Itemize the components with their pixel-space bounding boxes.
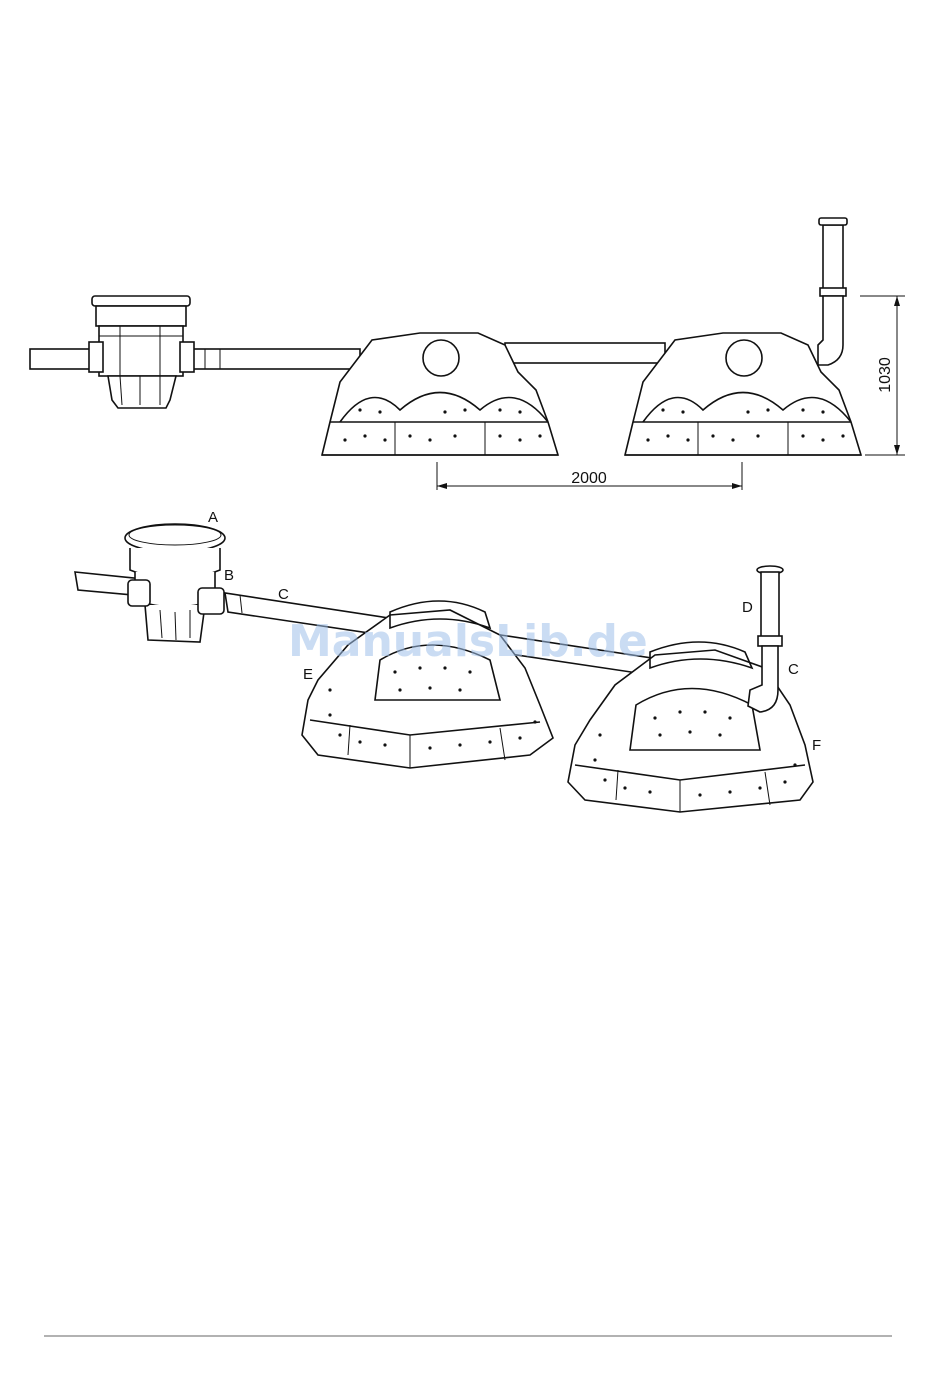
perforation-dot	[358, 740, 361, 743]
perforation-dot	[758, 786, 761, 789]
perforation-dot	[383, 743, 386, 746]
callout-e: E	[303, 666, 313, 683]
perforation-dot	[518, 736, 521, 739]
perforation-dot	[598, 733, 601, 736]
vent-riser-perspective	[748, 566, 783, 712]
perforation-dot	[428, 438, 431, 441]
perforation-dot	[488, 740, 491, 743]
perforation-dot	[538, 434, 541, 437]
perforation-dot	[593, 758, 596, 761]
perforation-dot	[841, 434, 844, 437]
perforation-dot	[468, 670, 471, 673]
callout-c-pipe: C	[278, 586, 289, 603]
perforation-dot	[756, 434, 759, 437]
perforation-dot	[793, 763, 796, 766]
watermark: ManualsLib.de	[288, 616, 648, 667]
side-elevation-view: 2000 1030	[30, 218, 905, 490]
callout-f: F	[812, 737, 821, 754]
perforation-dot	[698, 793, 701, 796]
perforation-dot	[766, 408, 769, 411]
vent-riser-elevation	[818, 218, 847, 365]
perforation-dot	[458, 688, 461, 691]
callout-d: D	[742, 599, 753, 616]
perforation-dot	[681, 410, 684, 413]
perforation-dot	[428, 746, 431, 749]
perforation-dot	[328, 713, 331, 716]
perforation-dot	[393, 670, 396, 673]
perforation-dot	[678, 710, 681, 713]
dimension-height: 1030	[860, 296, 905, 455]
perforation-dot	[328, 688, 331, 691]
perforation-dot	[603, 778, 606, 781]
perforation-dot	[728, 790, 731, 793]
callout-a: A	[208, 509, 218, 526]
perforation-dot	[801, 408, 804, 411]
perforation-dot	[343, 438, 346, 441]
dimension-width: 2000	[437, 462, 742, 490]
perforation-dot	[666, 434, 669, 437]
perforation-dot	[338, 733, 341, 736]
perforation-dot	[428, 686, 431, 689]
perforation-dot	[686, 438, 689, 441]
perforation-dot	[533, 720, 536, 723]
perforation-dot	[518, 410, 521, 413]
perforation-dot	[498, 408, 501, 411]
perforation-dot	[383, 438, 386, 441]
filter-shaft-elevation	[89, 296, 194, 408]
perforation-dot	[821, 438, 824, 441]
perforation-dot	[358, 408, 361, 411]
perforation-dot	[658, 733, 661, 736]
callout-b: B	[224, 567, 234, 584]
perforation-dot	[646, 438, 649, 441]
perforation-dot	[363, 434, 366, 437]
perforation-dot	[688, 730, 691, 733]
perforation-dot	[498, 434, 501, 437]
perforation-dot	[648, 790, 651, 793]
perforation-dot	[746, 410, 749, 413]
perforation-dot	[718, 733, 721, 736]
perforation-dot	[458, 743, 461, 746]
perforation-dot	[408, 434, 411, 437]
perforation-dot	[443, 410, 446, 413]
perforation-dot	[661, 408, 664, 411]
perforation-dot	[731, 438, 734, 441]
perforation-dot	[378, 410, 381, 413]
perforation-dot	[453, 434, 456, 437]
perforation-dot	[518, 438, 521, 441]
filter-perspective	[125, 524, 225, 642]
perspective-view: A B C D C E F	[75, 408, 845, 812]
callout-c-elbow: C	[788, 661, 799, 678]
perforation-dot	[821, 410, 824, 413]
perforation-dot	[398, 688, 401, 691]
perforation-dot	[703, 710, 706, 713]
height-dimension-label: 1030	[877, 357, 894, 393]
perforation-dot	[728, 716, 731, 719]
perforation-dot	[783, 780, 786, 783]
width-dimension-label: 2000	[571, 470, 607, 487]
perforation-dot	[653, 716, 656, 719]
perforation-dot	[623, 786, 626, 789]
perforation-dot	[801, 434, 804, 437]
perforation-dot	[711, 434, 714, 437]
perforation-dot	[463, 408, 466, 411]
